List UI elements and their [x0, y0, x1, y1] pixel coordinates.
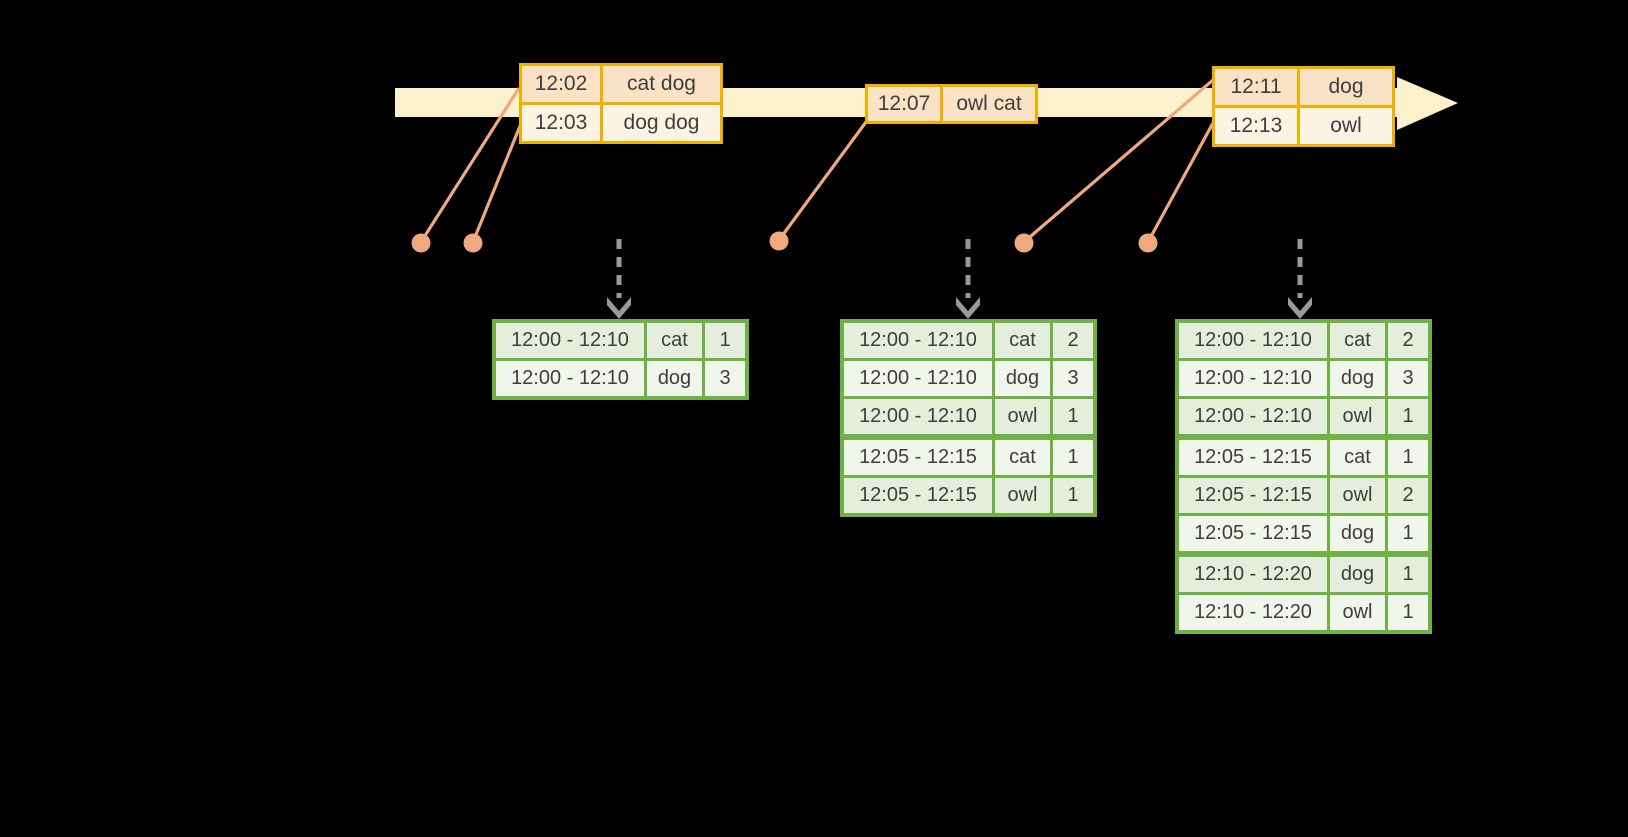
result-table-2: 12:00 - 12:10 cat 2 12:00 - 12:10 dog 3 … [840, 319, 1097, 517]
leader-line-1202 [419, 87, 521, 243]
event-row: 12:11 dog [1215, 69, 1392, 105]
word-cell: cat [647, 323, 702, 358]
word-cell: cat [1330, 323, 1385, 358]
result-row: 12:05 - 12:15 cat 1 [844, 440, 1093, 475]
down-arrowhead-icon [956, 297, 980, 319]
trigger-dashed-lines [616, 239, 1303, 298]
event-words: owl cat [943, 87, 1035, 121]
count-cell: 1 [1388, 516, 1428, 551]
count-cell: 1 [1053, 399, 1093, 434]
window-cell: 12:00 - 12:10 [496, 361, 644, 396]
timeline-arrow-head-icon [1397, 77, 1458, 130]
word-cell: dog [647, 361, 702, 396]
count-cell: 1 [1388, 440, 1428, 475]
window-cell: 12:00 - 12:10 [1179, 399, 1327, 434]
down-arrowhead-icon [1288, 297, 1312, 319]
count-cell: 3 [1388, 361, 1428, 396]
leader-line-1207 [777, 121, 868, 241]
event-words: dog [1300, 69, 1392, 105]
event-dot-icon [463, 233, 483, 253]
window-cell: 12:05 - 12:15 [1179, 478, 1327, 513]
event-table-1207: 12:07 owl cat [865, 84, 1038, 124]
count-cell: 3 [1053, 361, 1093, 396]
event-time: 12:03 [522, 105, 600, 141]
window-cell: 12:00 - 12:10 [496, 323, 644, 358]
result-row: 12:00 - 12:10 cat 2 [844, 323, 1093, 358]
result-table-3: 12:00 - 12:10 cat 2 12:00 - 12:10 dog 3 … [1175, 319, 1432, 634]
result-row: 12:00 - 12:10 dog 3 [1179, 361, 1428, 396]
event-words: dog dog [603, 105, 720, 141]
event-time: 12:13 [1215, 108, 1297, 144]
window-cell: 12:10 - 12:20 [1179, 557, 1327, 592]
event-dots [411, 231, 1158, 253]
result-row: 12:10 - 12:20 dog 1 [1179, 557, 1428, 592]
result-row: 12:00 - 12:10 cat 2 [1179, 323, 1428, 358]
result-row: 12:00 - 12:10 dog 3 [844, 361, 1093, 396]
word-cell: cat [995, 323, 1050, 358]
leader-line-1213 [1146, 122, 1215, 243]
word-cell: owl [995, 399, 1050, 434]
event-dot-icon [1138, 233, 1158, 253]
count-cell: 1 [1388, 595, 1428, 630]
event-dot-icon [411, 233, 431, 253]
count-cell: 2 [1388, 478, 1428, 513]
window-cell: 12:05 - 12:15 [844, 440, 992, 475]
window-cell: 12:00 - 12:10 [844, 361, 992, 396]
event-time: 12:11 [1215, 69, 1297, 105]
result-row: 12:05 - 12:15 owl 1 [844, 478, 1093, 513]
event-leader-lines [419, 78, 1215, 244]
result-row: 12:00 - 12:10 dog 3 [496, 361, 745, 396]
count-cell: 1 [1053, 478, 1093, 513]
count-cell: 3 [705, 361, 745, 396]
window-cell: 12:05 - 12:15 [844, 478, 992, 513]
count-cell: 1 [1388, 399, 1428, 434]
event-row: 12:13 owl [1215, 108, 1392, 144]
word-cell: dog [1330, 361, 1385, 396]
word-cell: dog [1330, 516, 1385, 551]
event-table-1202: 12:02 cat dog 12:03 dog dog [519, 63, 723, 144]
result-table-1: 12:00 - 12:10 cat 1 12:00 - 12:10 dog 3 [492, 319, 749, 400]
event-dot-icon [1014, 233, 1034, 253]
leader-line-1203 [471, 125, 522, 243]
result-row: 12:05 - 12:15 owl 2 [1179, 478, 1428, 513]
down-arrowhead-icon [607, 297, 631, 319]
leader-line-1211 [1022, 78, 1215, 244]
count-cell: 1 [705, 323, 745, 358]
event-row: 12:02 cat dog [522, 66, 720, 102]
window-cell: 12:10 - 12:20 [1179, 595, 1327, 630]
word-cell: owl [1330, 478, 1385, 513]
event-words: cat dog [603, 66, 720, 102]
word-cell: dog [1330, 557, 1385, 592]
window-cell: 12:05 - 12:15 [1179, 440, 1327, 475]
count-cell: 2 [1053, 323, 1093, 358]
count-cell: 1 [1388, 557, 1428, 592]
result-row: 12:00 - 12:10 owl 1 [1179, 399, 1428, 434]
event-row: 12:03 dog dog [522, 105, 720, 141]
event-time: 12:02 [522, 66, 600, 102]
count-cell: 2 [1388, 323, 1428, 358]
result-row: 12:05 - 12:15 cat 1 [1179, 440, 1428, 475]
event-time: 12:07 [868, 87, 940, 121]
event-table-1211: 12:11 dog 12:13 owl [1212, 66, 1395, 147]
result-row: 12:00 - 12:10 cat 1 [496, 323, 745, 358]
word-cell: cat [1330, 440, 1385, 475]
event-row: 12:07 owl cat [868, 87, 1035, 121]
window-cell: 12:00 - 12:10 [1179, 361, 1327, 396]
trigger-arrowheads [607, 297, 1312, 319]
word-cell: owl [1330, 399, 1385, 434]
count-cell: 1 [1053, 440, 1093, 475]
window-cell: 12:00 - 12:10 [844, 323, 992, 358]
window-cell: 12:00 - 12:10 [844, 399, 992, 434]
word-cell: owl [1330, 595, 1385, 630]
result-row: 12:05 - 12:15 dog 1 [1179, 516, 1428, 551]
window-cell: 12:05 - 12:15 [1179, 516, 1327, 551]
result-row: 12:00 - 12:10 owl 1 [844, 399, 1093, 434]
event-dot-icon [769, 231, 789, 251]
result-row: 12:10 - 12:20 owl 1 [1179, 595, 1428, 630]
event-words: owl [1300, 108, 1392, 144]
word-cell: owl [995, 478, 1050, 513]
window-cell: 12:00 - 12:10 [1179, 323, 1327, 358]
word-cell: cat [995, 440, 1050, 475]
word-cell: dog [995, 361, 1050, 396]
